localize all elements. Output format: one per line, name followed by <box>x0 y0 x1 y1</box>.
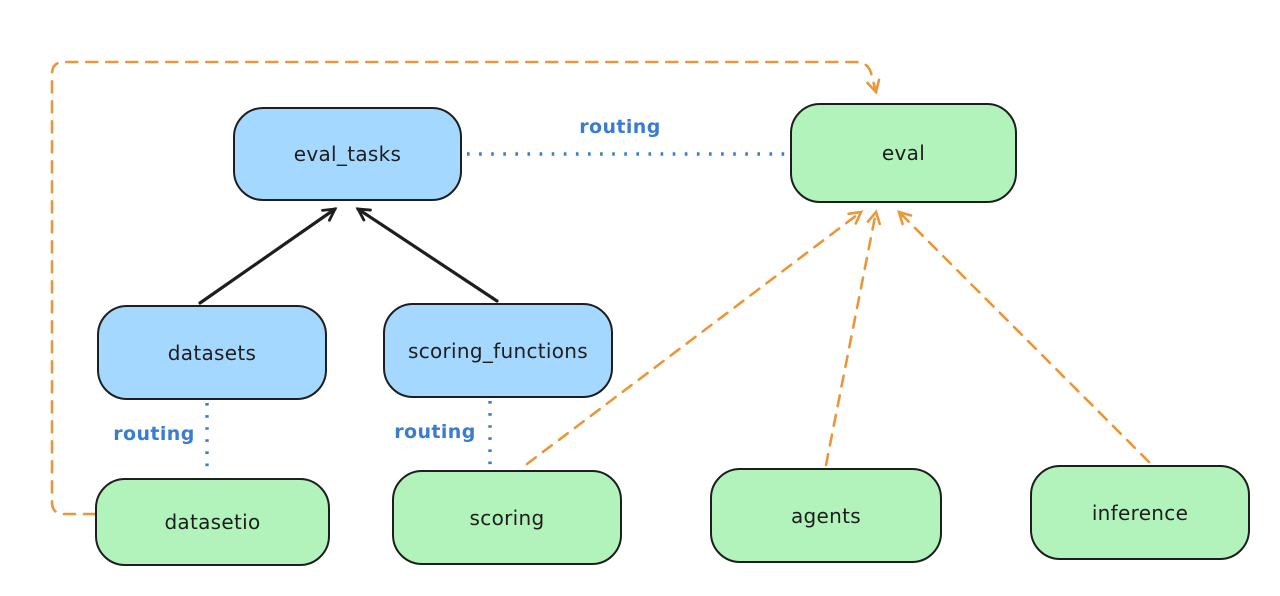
node-eval-tasks-label: eval_tasks <box>293 142 402 166</box>
routing-label-eval-tasks-eval: routing <box>579 116 661 138</box>
edge-agents-to-eval-dashed-arrow <box>824 209 882 467</box>
node-datasetio-label: datasetio <box>164 510 261 534</box>
node-agents-label: agents <box>791 503 861 528</box>
edge-scoring-functions-to-eval-tasks-arrow <box>355 207 499 303</box>
node-agents: agents <box>710 468 942 563</box>
node-datasets: datasets <box>97 305 327 400</box>
edge-datasetio-to-eval-dashed-loop <box>50 60 881 516</box>
node-scoring-functions-label: scoring_functions <box>407 338 589 363</box>
node-eval-tasks: eval_tasks <box>233 107 462 201</box>
edge-scoring-to-eval-dashed-arrow <box>525 210 864 466</box>
node-inference-label: inference <box>1091 500 1189 525</box>
node-scoring-label: scoring <box>469 505 545 530</box>
node-scoring-functions: scoring_functions <box>383 303 613 398</box>
routing-label-datasets-datasetio: routing <box>113 423 195 445</box>
node-eval: eval <box>790 103 1017 203</box>
routing-label-scoring-functions-scoring: routing <box>394 421 476 443</box>
node-scoring: scoring <box>392 470 622 565</box>
edge-inference-to-eval-dashed-arrow <box>897 210 1151 464</box>
edge-datasets-to-eval-tasks-arrow <box>198 207 338 305</box>
node-inference: inference <box>1030 465 1250 560</box>
node-datasets-label: datasets <box>167 340 257 365</box>
node-datasetio: datasetio <box>95 478 330 566</box>
node-eval-label: eval <box>881 141 926 165</box>
